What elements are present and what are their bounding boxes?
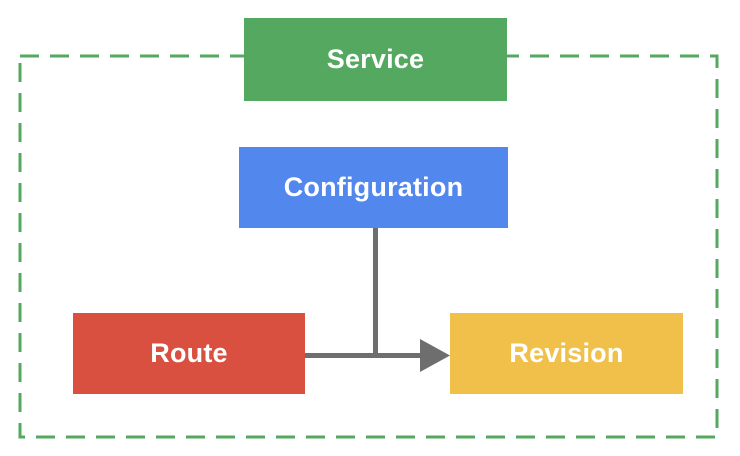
node-configuration[interactable]: Configuration: [239, 147, 508, 228]
node-configuration-label: Configuration: [283, 172, 464, 202]
node-service-label: Service: [326, 44, 425, 74]
node-revision[interactable]: Revision: [450, 313, 683, 394]
node-revision-label: Revision: [509, 338, 624, 368]
node-route[interactable]: Route: [73, 313, 305, 394]
arrowhead-icon: [420, 339, 450, 372]
node-service[interactable]: Service: [244, 18, 507, 101]
node-route-label: Route: [150, 338, 228, 368]
